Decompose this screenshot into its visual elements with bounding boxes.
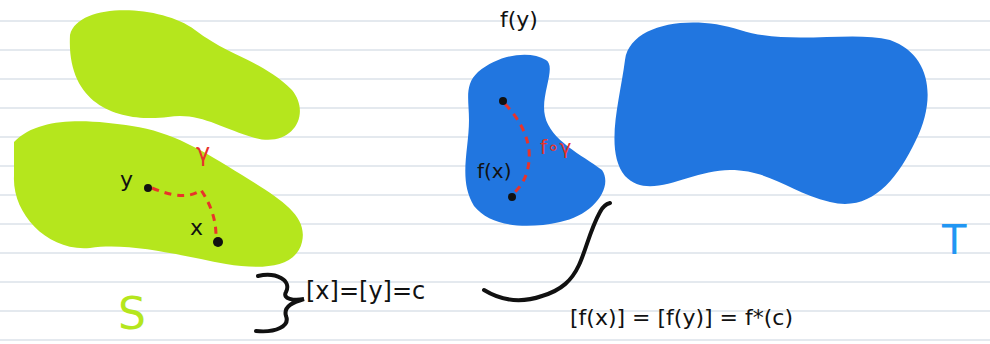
right-blue-region (614, 23, 927, 204)
point-fx (508, 193, 516, 201)
equation-label: [x]=[y]=c (306, 278, 425, 304)
point-label: f(x) (477, 160, 511, 182)
point-label: f(y) (500, 8, 538, 32)
left-brace (256, 275, 304, 331)
right-brace (484, 203, 610, 300)
path-label: γ (196, 140, 210, 166)
equation-label: [f(x)] = [f(y)] = f*(c) (570, 306, 793, 330)
lower-green-region (14, 121, 303, 267)
path-gamma (152, 188, 216, 236)
path-label: f∘γ (540, 136, 571, 158)
ruled-line (0, 340, 990, 341)
point-label: y (120, 168, 133, 192)
ruled-line (0, 311, 990, 312)
point-y (144, 184, 152, 192)
space-label: T (942, 218, 966, 262)
left-blue-region (465, 55, 605, 226)
point-x (213, 237, 223, 247)
ruled-line (0, 253, 990, 254)
point-fy (499, 97, 507, 105)
point-label: x (190, 216, 203, 240)
space-label: S (118, 290, 146, 338)
upper-green-region (70, 10, 300, 139)
ruled-line (0, 282, 990, 283)
